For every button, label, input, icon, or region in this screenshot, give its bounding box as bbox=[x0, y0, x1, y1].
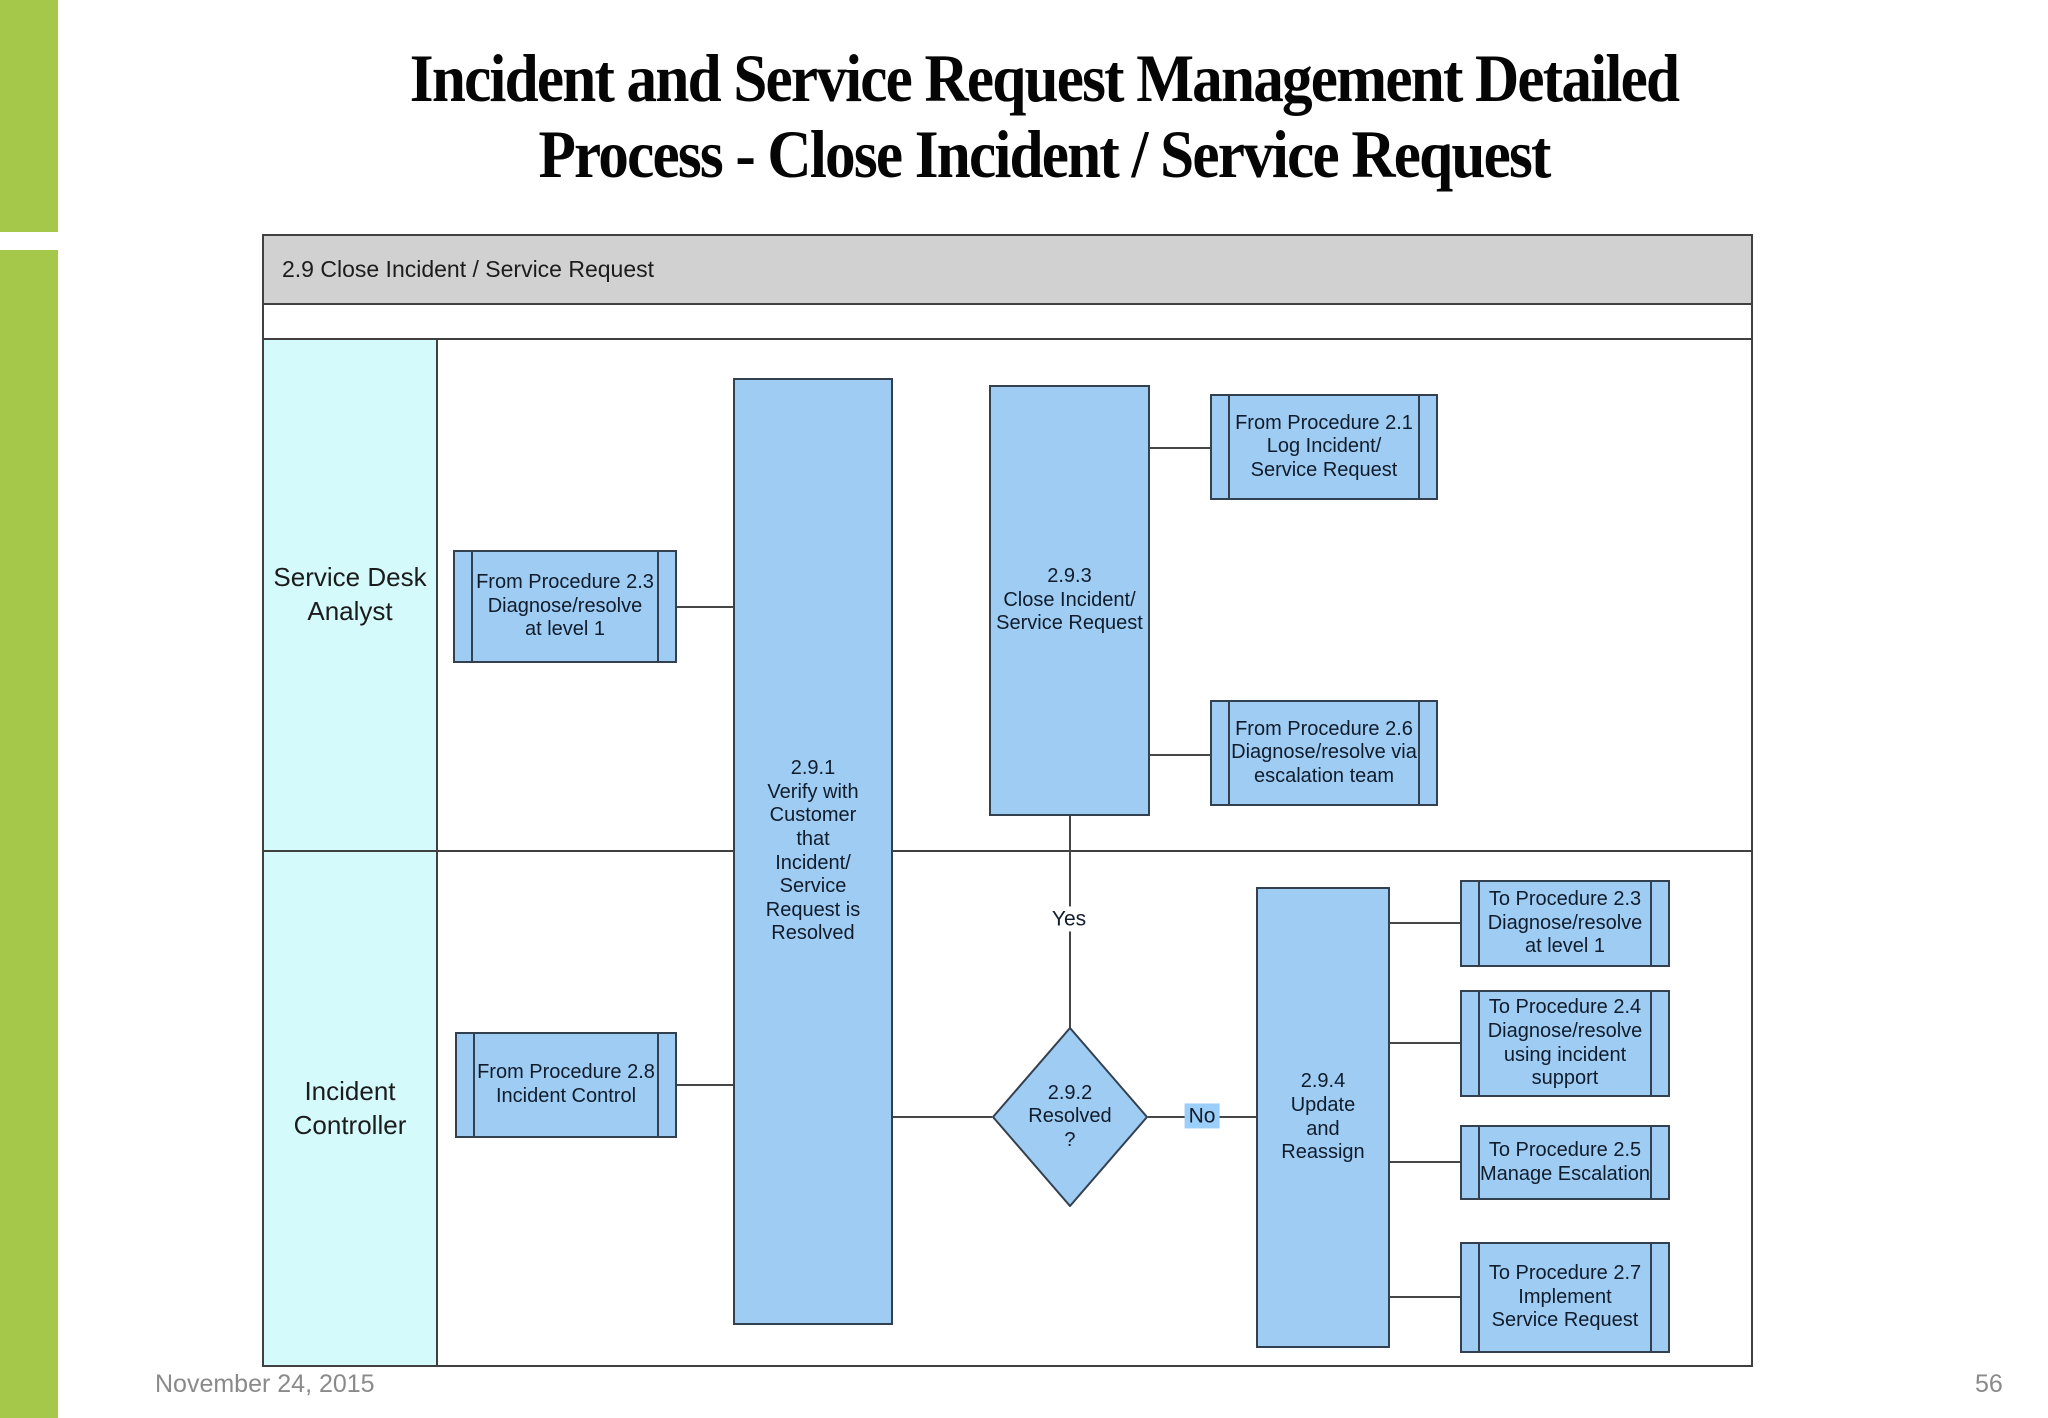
to-procedure-2-4: To Procedure 2.4 Diagnose/resolve using … bbox=[1460, 990, 1670, 1097]
connector-horizontal-2 bbox=[893, 1116, 992, 1118]
edge-label-yes: Yes bbox=[1047, 906, 1091, 932]
connector-horizontal-8 bbox=[1390, 1042, 1460, 1044]
to-procedure-2-3: To Procedure 2.3 Diagnose/resolve at lev… bbox=[1460, 880, 1670, 967]
step-2-9-1-verify-with-customer: 2.9.1 Verify with Customer that Incident… bbox=[733, 378, 893, 1325]
to-procedure-2-5: To Procedure 2.5 Manage Escalation bbox=[1460, 1125, 1670, 1200]
swimlane-divider bbox=[262, 850, 1753, 852]
connector-horizontal-1 bbox=[677, 1084, 733, 1086]
diagram-title: 2.9 Close Incident / Service Request bbox=[282, 256, 655, 282]
diagram-header-bar: 2.9 Close Incident / Service Request bbox=[262, 234, 1753, 305]
decision-2-9-2-resolved-label: 2.9.2 Resolved ? bbox=[1028, 1081, 1112, 1151]
diagram-subheader-strip bbox=[262, 303, 1753, 340]
step-2-9-4-update-and-reassign: 2.9.4 Update and Reassign bbox=[1256, 887, 1390, 1348]
swimlane-label-incident-controller: Incident Controller bbox=[262, 850, 438, 1367]
accent-bar-top bbox=[0, 0, 58, 232]
footer-date: November 24, 2015 bbox=[155, 1370, 375, 1398]
to-procedure-2-7: To Procedure 2.7 Implement Service Reque… bbox=[1460, 1242, 1670, 1353]
connector-horizontal-10 bbox=[1390, 1296, 1460, 1298]
connector-horizontal-0 bbox=[677, 606, 733, 608]
footer-page-number: 56 bbox=[1975, 1370, 2003, 1398]
connector-horizontal-9 bbox=[1390, 1161, 1460, 1163]
from-procedure-2-8: From Procedure 2.8 Incident Control bbox=[455, 1032, 677, 1138]
accent-bar-bottom bbox=[0, 250, 58, 1418]
from-procedure-2-1: From Procedure 2.1 Log Incident/ Service… bbox=[1210, 394, 1438, 500]
connector-horizontal-3 bbox=[1150, 447, 1210, 449]
from-procedure-2-6: From Procedure 2.6 Diagnose/resolve via … bbox=[1210, 700, 1438, 806]
edge-label-no: No bbox=[1184, 1103, 1220, 1129]
connector-horizontal-4 bbox=[1150, 754, 1210, 756]
slide-title: Incident and Service Request Management … bbox=[409, 40, 1680, 193]
flowchart: 2.9 Close Incident / Service Request Ser… bbox=[262, 234, 1753, 1367]
decision-2-9-2-resolved: 2.9.2 Resolved ? bbox=[992, 1027, 1148, 1207]
connector-horizontal-7 bbox=[1390, 922, 1460, 924]
swimlane-label-service-desk-analyst: Service Desk Analyst bbox=[262, 338, 438, 852]
from-procedure-2-3: From Procedure 2.3 Diagnose/resolve at l… bbox=[453, 550, 677, 663]
step-2-9-3-close-incident: 2.9.3 Close Incident/ Service Request bbox=[989, 385, 1150, 816]
decision-diamond-shape bbox=[992, 1027, 1148, 1207]
